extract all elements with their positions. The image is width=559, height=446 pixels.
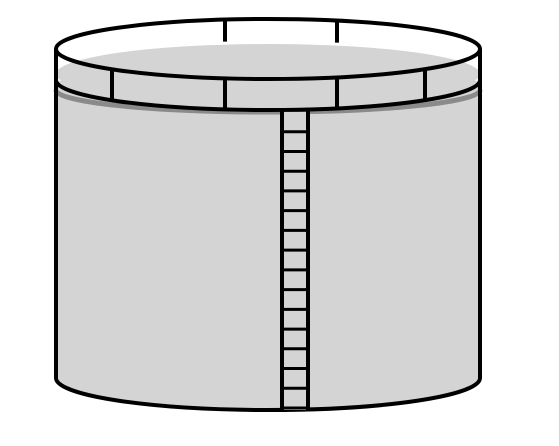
ladder-backing: [282, 112, 308, 410]
tank-bottom-edge: [54, 377, 482, 412]
tank-body: [56, 55, 480, 410]
tank-top-surface: [56, 44, 480, 104]
railing-lower-front-ring: [54, 79, 482, 112]
ladder: [280, 110, 310, 410]
ladder-rungs: [282, 130, 308, 410]
